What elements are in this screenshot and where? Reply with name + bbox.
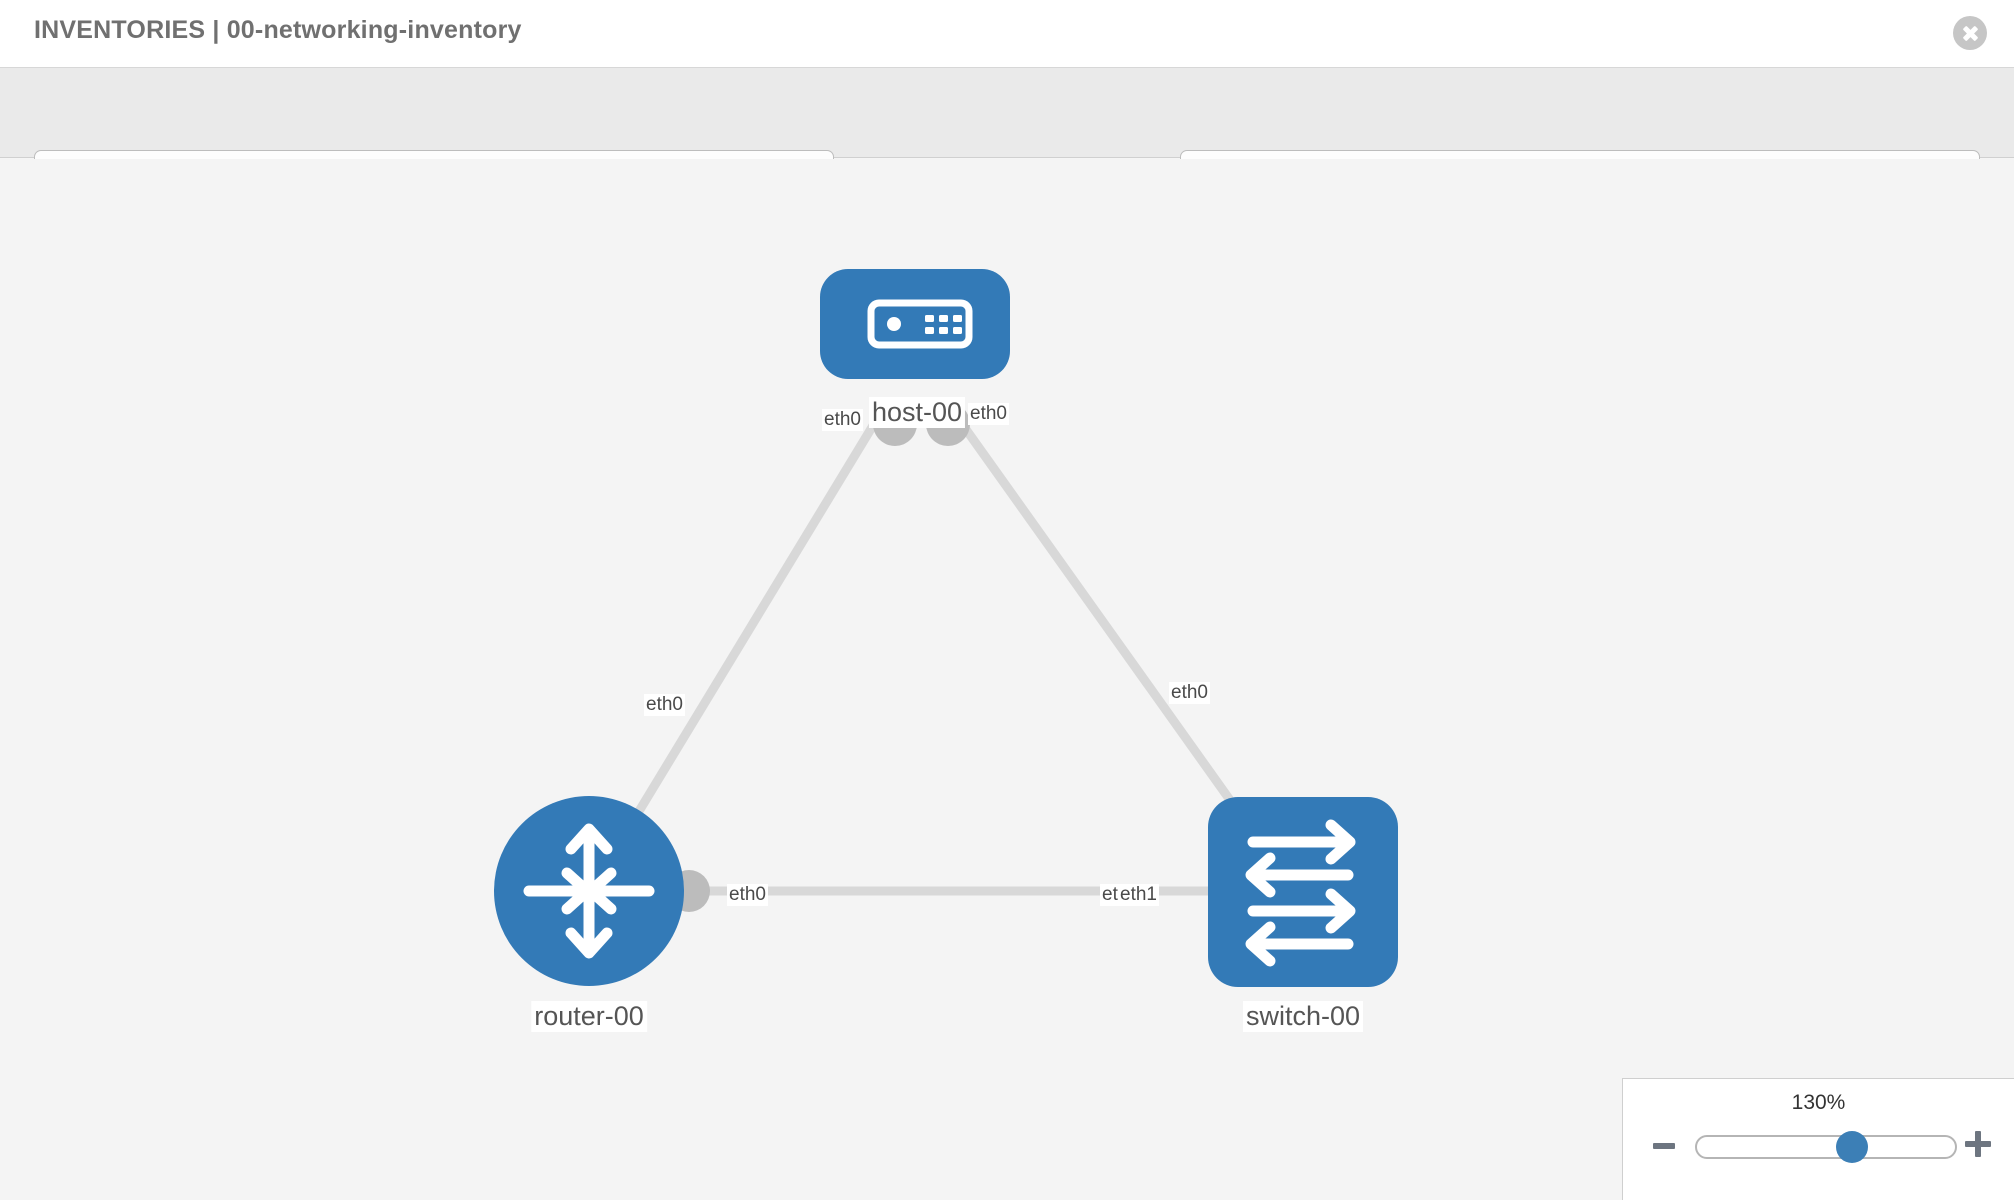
edge-label-router-right-eth: eth0 [727, 884, 768, 906]
topology-graph [494, 269, 1398, 987]
node-switch-00 [1208, 797, 1398, 987]
zoom-slider-track[interactable] [1695, 1131, 1957, 1163]
page-header: INVENTORIES | 00-networking-inventory [0, 0, 2014, 68]
node-host-00 [820, 269, 1010, 379]
page-title: INVENTORIES | 00-networking-inventory [34, 16, 522, 44]
node-label-router-00: router-00 [531, 1001, 647, 1032]
edge-label-router-up-eth: eth0 [644, 694, 685, 716]
edge-host-router [606, 411, 884, 862]
edge-label-host-right-eth: eth0 [968, 403, 1009, 425]
edges-layer [606, 411, 1276, 896]
zoom-out-button[interactable] [1653, 1143, 1675, 1149]
topology-canvas[interactable]: host-00 router-00 switch-00 eth0 eth0 et… [0, 159, 2014, 1200]
zoom-slider-thumb[interactable] [1835, 1131, 1868, 1163]
edge-label-host-left-eth: eth0 [822, 409, 863, 431]
zoom-slider-row [1623, 1127, 2014, 1167]
node-label-switch-00: switch-00 [1242, 1001, 1364, 1032]
edge-label-switch-up-eth: eth0 [1169, 682, 1210, 704]
toolbar: ACTIONS SEARCH [0, 68, 2014, 202]
close-icon[interactable] [1953, 16, 1987, 50]
zoom-in-button[interactable] [1965, 1131, 1991, 1157]
node-router-00 [494, 796, 684, 986]
edge-label-switch-left-eth: eth1 [1118, 884, 1159, 906]
zoom-control-panel: 130% [1622, 1078, 2014, 1200]
edge-host-switch [951, 411, 1276, 862]
node-label-host-00: host-00 [868, 397, 966, 428]
zoom-level-value: 130% [1791, 1091, 1846, 1114]
